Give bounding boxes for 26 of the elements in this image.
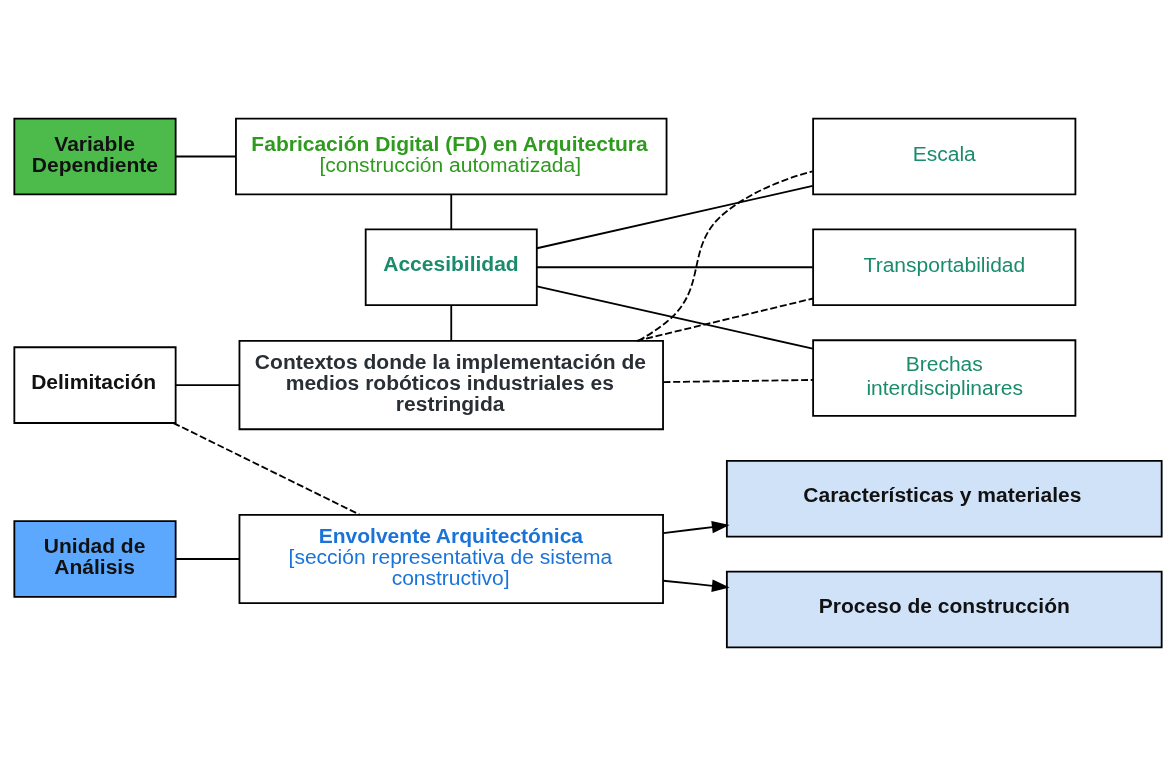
connector bbox=[172, 422, 361, 516]
connector bbox=[662, 379, 814, 383]
arrow bbox=[662, 520, 730, 534]
connector bbox=[536, 285, 814, 350]
node-box: Brechas interdisciplinares bbox=[812, 339, 1077, 417]
arrow bbox=[662, 579, 730, 592]
connector bbox=[635, 297, 814, 342]
connector bbox=[536, 266, 814, 269]
node-box: Escala bbox=[812, 117, 1077, 196]
node-box: Delimitación bbox=[13, 346, 177, 424]
node-box: Características y materiales bbox=[725, 459, 1163, 538]
connector bbox=[174, 384, 241, 386]
connector bbox=[174, 558, 241, 560]
node-box: Envolvente Arquitectónica [sección representativa de sistema constructivo] bbox=[238, 513, 664, 605]
connector bbox=[450, 304, 453, 342]
connector bbox=[536, 185, 814, 250]
connector bbox=[637, 170, 814, 342]
connector bbox=[450, 193, 453, 231]
node-box: Unidad de Análisis bbox=[13, 520, 177, 598]
node-box: Fabricación Digital (FD) en Arquitectura [construcción automatizada] bbox=[235, 117, 668, 196]
node-box: Accesibilidad bbox=[364, 228, 538, 307]
node-box: Contextos donde la implementación de medios robóticos industriales es restringida bbox=[238, 340, 664, 431]
node-box: Proceso de construcción bbox=[725, 570, 1163, 649]
node-box: Variable Dependiente bbox=[13, 117, 177, 196]
connector bbox=[174, 155, 237, 158]
node-box: Transportabilidad bbox=[812, 228, 1077, 307]
